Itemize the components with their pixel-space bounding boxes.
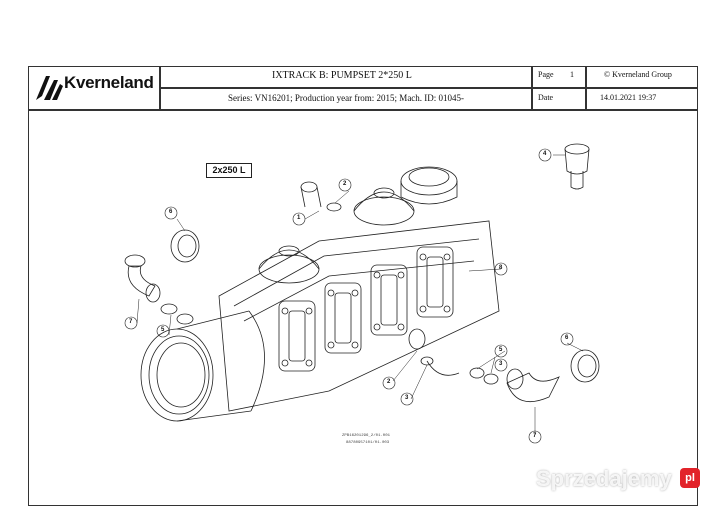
copyright-cell <box>586 66 698 88</box>
callout-2-mid: 2 <box>387 379 391 385</box>
part-code-2: 88780957101/01.003 <box>346 441 390 445</box>
page-label: Page <box>538 70 554 79</box>
part-code-1: ZPB16201296_2/01.001 <box>342 434 391 438</box>
series-cell <box>160 88 532 110</box>
logo-cell <box>28 66 160 110</box>
accumulator-domes <box>258 166 458 284</box>
title-cell <box>160 66 532 88</box>
callout-6-right: 6 <box>565 335 569 341</box>
callout-2-top: 2 <box>343 181 347 187</box>
drawing-area <box>28 110 698 506</box>
callout-5-left: 5 <box>161 327 165 333</box>
callout-5-right: 5 <box>499 347 503 353</box>
callout-7-right: 7 <box>533 433 537 439</box>
page-number: 1 <box>570 70 574 79</box>
callout-3: 3 <box>405 395 409 401</box>
callout-1: 1 <box>297 215 301 221</box>
nut-left <box>170 229 200 263</box>
watermark-text: Sprzedajemy <box>536 466 672 491</box>
callout-4: 4 <box>543 151 547 157</box>
copyright-text: © Kverneland Group <box>604 70 672 79</box>
callout-8: 8 <box>499 265 503 271</box>
date-label-cell <box>532 88 586 110</box>
elbow-fitting-right <box>506 349 600 402</box>
middle-fittings <box>408 328 499 385</box>
page-cell <box>532 66 586 88</box>
brand-name: Kverneland <box>64 73 154 92</box>
series-text: Series: VN16201; Production year from: 2… <box>228 93 465 103</box>
top-fitting <box>300 181 342 212</box>
capacity-label: 2x250 L <box>206 163 252 178</box>
pump-body <box>218 220 500 412</box>
page-title: IXTRACK B: PUMPSET 2*250 L <box>272 70 412 81</box>
pumpset-exploded-diagram <box>124 143 600 444</box>
date-value-cell <box>586 88 698 110</box>
elbow-fitting-left <box>124 254 161 303</box>
callout-7-left: 7 <box>129 319 133 325</box>
inlet-pipe <box>140 310 265 422</box>
callout-3-right: 3 <box>499 361 503 367</box>
callout-6-left: 6 <box>169 209 173 215</box>
date-label: Date <box>538 93 554 102</box>
o-ring-left <box>160 303 178 315</box>
kverneland-logo-icon <box>36 76 63 100</box>
watermark-badge: pl <box>680 468 700 488</box>
date-value: 14.01.2021 19:37 <box>600 93 657 102</box>
fitting-4 <box>564 143 590 190</box>
